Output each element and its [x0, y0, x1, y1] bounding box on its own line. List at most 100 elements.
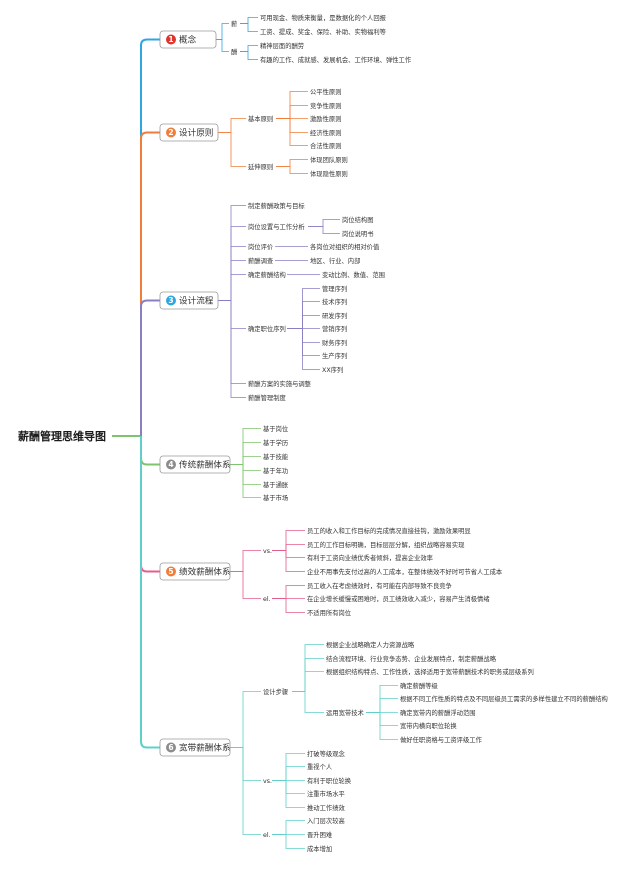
branch-4-label: 传统薪酬体系 [179, 459, 231, 471]
broad-tech-3: 确定宽带内的薪酬浮动范围 [400, 708, 476, 717]
broad-el: el. [263, 832, 271, 839]
seq-1: 管理序列 [322, 284, 347, 293]
trad-2: 基于学历 [263, 438, 288, 447]
branch-1-badge [166, 34, 176, 45]
process-survey: 薪酬调查 [248, 256, 274, 265]
connector [276, 166, 308, 174]
connector [276, 159, 308, 167]
principle-2: 竞争性原则 [310, 101, 341, 110]
branch-design-process: 3 设计流程 制定薪酬政策与目标 岗位设置与工作分析 岗位结构图 岗位说明书 岗… [159, 201, 385, 402]
connector [287, 328, 320, 356]
connector [272, 550, 305, 572]
branch-5-label: 绩效薪酬体系 [179, 566, 231, 578]
connector [140, 436, 160, 573]
connector [140, 131, 160, 436]
connector [218, 118, 246, 133]
process-system: 薪酬管理制度 [248, 393, 286, 402]
connector [308, 219, 340, 227]
connector [140, 436, 160, 749]
connector [218, 246, 246, 301]
connector [272, 544, 305, 551]
connector [218, 300, 246, 329]
principle-ext-1: 体现团队原则 [310, 155, 348, 164]
connector [218, 260, 246, 301]
perf-vs-2: 员工的工作目标明确，目标层层分解，组织战略容易实现 [307, 540, 465, 549]
branch-5-badge [166, 566, 176, 577]
connector [230, 464, 261, 485]
branch-traditional: 4 传统薪酬体系 基于岗位 基于学历 基于技能 基于年功 基于通胀 基于市场 [159, 424, 289, 502]
connector [272, 834, 305, 849]
connector [272, 585, 305, 599]
perf-vs: vs. [263, 548, 272, 555]
broad-steps: 设计步骤 [263, 687, 288, 696]
connector [366, 685, 398, 713]
connector [272, 753, 305, 781]
connector [287, 288, 320, 329]
connector [140, 436, 160, 466]
branch-6-number: 6 [168, 743, 173, 752]
connector [140, 299, 160, 436]
broad-tech-2: 根据不同工作性质的特点及不同层级员工需求的多样性建立不同的薪酬结构 [400, 694, 608, 703]
branch-1-number: 1 [168, 35, 173, 44]
principle-4: 经济性原则 [310, 128, 341, 137]
connector [308, 226, 340, 234]
connector [272, 780, 305, 794]
branch-2-number: 2 [168, 128, 173, 137]
branch-2-badge [166, 127, 176, 138]
seq-7: XX序列 [322, 365, 343, 374]
connector [230, 550, 261, 572]
connector [272, 550, 305, 558]
broad-step-1: 根据企业战略确定人力资源战略 [326, 640, 415, 649]
trad-3: 基于技能 [263, 452, 289, 461]
branch-2-box [159, 123, 219, 142]
connector [276, 91, 308, 119]
perf-vs-1: 员工的收入和工作目标的完成情况直接挂钩，激励效果明显 [307, 526, 471, 535]
branch-3-badge [166, 295, 176, 306]
connector [276, 118, 308, 133]
broad-step-3: 根据组织结构特点、工作性质，选择适用于宽带薪酬技术的职务或层级系列 [326, 667, 534, 676]
connector [230, 464, 261, 498]
connector [276, 105, 308, 119]
connector [240, 17, 258, 24]
process-structure: 确定薪酬结构 [248, 270, 286, 279]
connector [276, 118, 308, 146]
broad-el-2: 晋升困难 [307, 830, 333, 839]
connector [218, 300, 246, 384]
broad-step-4: 运用宽带技术 [326, 708, 364, 717]
broad-vs-3: 有利于职位轮换 [307, 776, 352, 785]
connector [230, 691, 261, 748]
branch-5-box [159, 562, 231, 581]
connector [218, 226, 246, 301]
connector [230, 456, 261, 465]
connector [287, 328, 320, 370]
branch-6-badge [166, 742, 176, 753]
broad-vs-4: 注重市场水平 [307, 789, 345, 798]
connector [230, 747, 261, 835]
perf-el-2: 在企业增长缓慢或困难时，员工绩效收入减少，容易产生消极情绪 [307, 594, 490, 603]
principle-3: 激励性原则 [310, 114, 341, 123]
broad-tech-5: 做好任职资格与工资评级工作 [400, 735, 483, 744]
concept-chou-2: 有趣的工作、成就感、发展机会、工作环境、弹性工作 [260, 55, 412, 64]
trad-6: 基于市场 [263, 493, 288, 502]
branch-1-label: 概念 [179, 34, 197, 46]
perf-el: el. [263, 596, 271, 603]
perf-el-1: 员工收入在考虑绩效时，有可能在内部导致不良竞争 [307, 581, 453, 590]
connector [230, 428, 261, 465]
perf-el-3: 不适用所有岗位 [307, 608, 352, 617]
connector [272, 530, 305, 551]
concept-chou: 酬 [231, 47, 237, 56]
connector [218, 132, 246, 167]
root-title: 薪酬管理思维导图 [18, 429, 106, 443]
seq-3: 研发序列 [322, 311, 347, 320]
seq-6: 生产序列 [322, 351, 347, 360]
trad-1: 基于岗位 [263, 424, 289, 433]
connector [230, 442, 261, 465]
branch-broadband: 6 宽带薪酬体系 设计步骤 根据企业战略确定人力资源战略 结合流程环境、行业竞争… [159, 640, 608, 853]
connector [292, 658, 324, 692]
connector [240, 51, 258, 60]
process-job-structure: 岗位结构图 [342, 215, 373, 224]
connector [287, 328, 320, 343]
process-survey-1: 地区、行业、内部 [310, 256, 360, 265]
connector [272, 598, 305, 613]
